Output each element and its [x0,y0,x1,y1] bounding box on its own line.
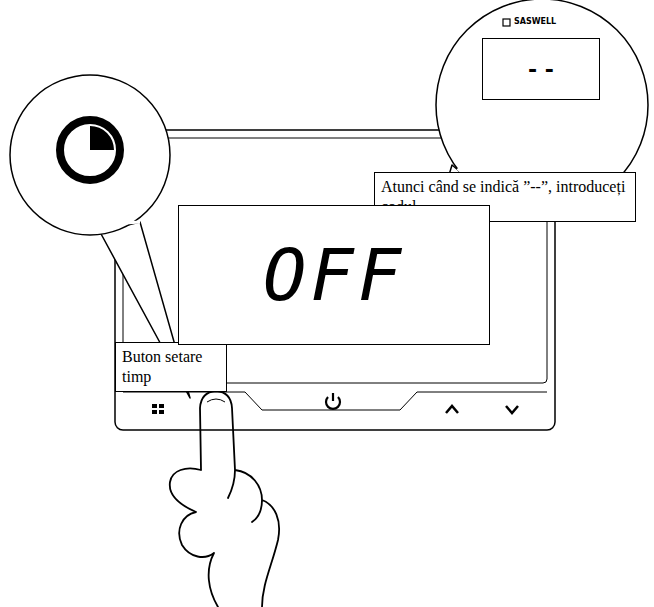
logo-mark [503,19,510,26]
magnifier-circle [10,75,170,235]
down-button-icon [506,406,518,413]
mini-display: - - [482,38,600,100]
display-reading: OFF [263,233,405,317]
brand-logo: SASWELL [514,17,556,26]
display-reading: - - [528,57,554,82]
fingernail [207,399,225,402]
pressing-hand [170,391,279,607]
callout-joint [112,222,140,224]
button-strip [123,392,547,410]
clock-icon [60,120,120,180]
callout-label-box: Buton setare timp [115,342,227,392]
menu-button-icon [152,404,164,414]
lcd-screen: OFF [178,205,490,345]
callout-text: Buton setare timp [122,347,220,387]
up-button-icon [446,406,458,413]
power-button-icon [326,393,340,409]
